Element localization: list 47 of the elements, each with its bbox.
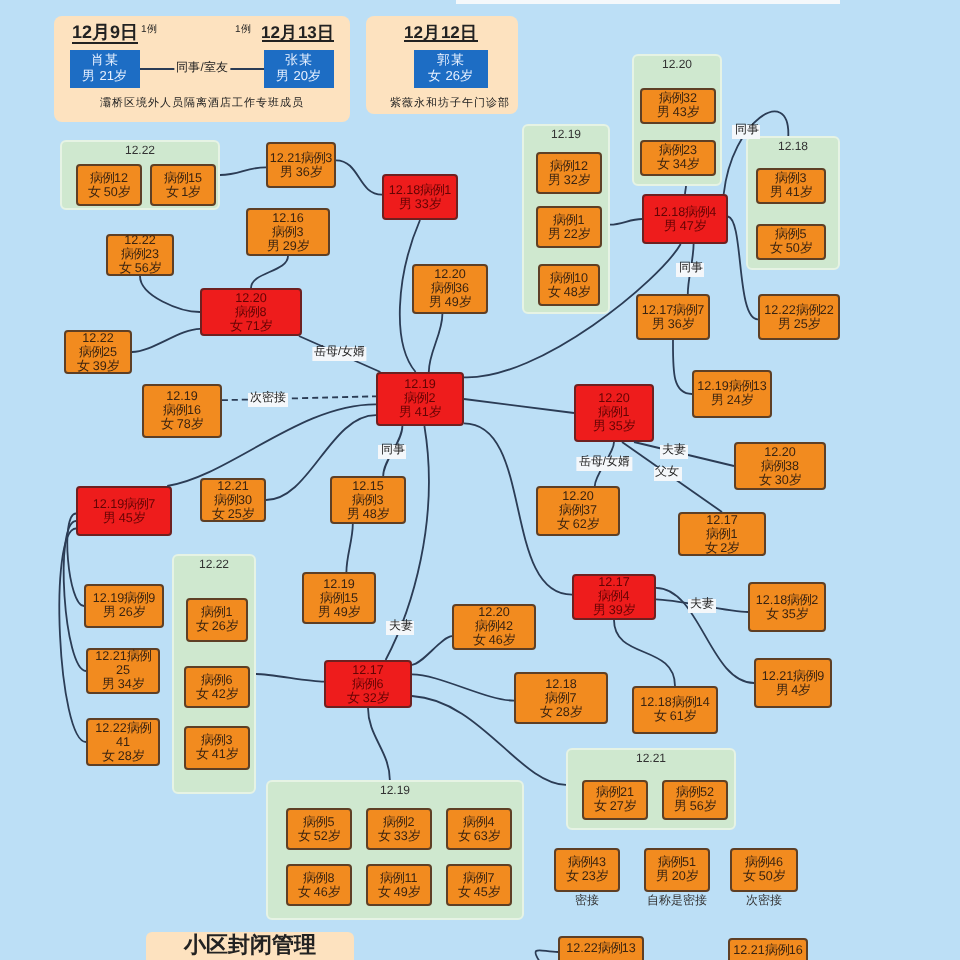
date-heading: 12月13日 (261, 23, 335, 42)
connector (384, 425, 430, 661)
connector (427, 313, 444, 373)
connector (62, 520, 87, 672)
connector (534, 949, 559, 960)
connector (655, 586, 755, 684)
connector (684, 185, 687, 195)
connector (463, 422, 573, 596)
group-panel (746, 136, 840, 270)
connector (382, 425, 404, 477)
connector (221, 395, 377, 402)
connector (250, 255, 289, 289)
connector (609, 218, 643, 226)
connector (166, 403, 377, 487)
group-panel (566, 748, 736, 830)
connector (255, 673, 325, 683)
group-panel (522, 124, 610, 314)
connector (411, 635, 453, 666)
connector (621, 441, 723, 513)
connector (139, 275, 201, 313)
group-panel (632, 54, 722, 186)
connector (219, 166, 267, 176)
connector (722, 110, 790, 195)
connector (66, 512, 85, 607)
connector (335, 159, 383, 196)
info-panel (54, 16, 350, 122)
connector (463, 243, 682, 379)
connector (686, 243, 695, 295)
group-panel (60, 140, 220, 210)
title-box: 小区封闭管理 (146, 932, 354, 960)
connector (345, 523, 354, 573)
connector (613, 619, 676, 687)
connector (411, 695, 567, 786)
connector (727, 215, 759, 321)
connector (265, 414, 377, 501)
group-panel (172, 554, 256, 794)
info-panel (366, 16, 518, 114)
connector (399, 219, 421, 373)
date-heading: 12月12日 (404, 23, 478, 42)
connector (463, 398, 575, 414)
group-panel (266, 780, 524, 920)
connector (411, 673, 515, 702)
connector (131, 327, 201, 353)
date-heading: 12月9日 (72, 23, 139, 43)
connector (367, 707, 391, 781)
connector (58, 527, 87, 743)
connector (672, 339, 693, 395)
